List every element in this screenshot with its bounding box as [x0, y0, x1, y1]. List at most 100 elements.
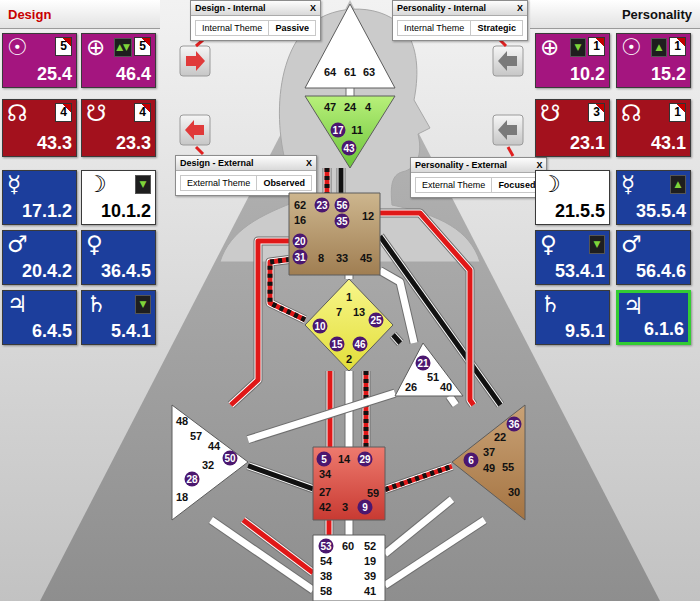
panel-header: Design — [0, 0, 160, 29]
planet-cell: ♀36.4.5 — [81, 230, 156, 285]
gate-number: 13 — [352, 305, 366, 320]
gate-number: 47 — [323, 100, 337, 115]
theme-value: Strategic — [471, 21, 522, 35]
gate-line-number: 17.1.2 — [22, 202, 72, 222]
fixing-badge: ▼ — [135, 295, 151, 314]
theme-popup: Design - InternalXInternal ThemePassive — [190, 0, 321, 41]
gate-line-number: 43.3 — [37, 134, 72, 154]
planet-glyph: ☿ — [7, 173, 21, 196]
active-gate: 21 — [416, 356, 431, 371]
panel-title: Personality — [622, 7, 692, 22]
center-shape: 1713102515462 — [305, 279, 393, 371]
active-gate: 29 — [358, 452, 373, 467]
center-outline — [305, 96, 395, 168]
gate-number: 45 — [359, 251, 373, 266]
gate-number: 19 — [363, 554, 377, 569]
gate-line-number: 43.1 — [651, 134, 686, 154]
planet-cell: ♄ ▼ 5.4.1 — [81, 290, 156, 345]
gate-line-number: 6.4.5 — [32, 322, 72, 342]
popup-title: Design - Internal — [195, 3, 266, 13]
planet-cell: ♂56.4.6 — [616, 230, 691, 285]
gate-number: 18 — [175, 490, 189, 505]
planet-cell: ☋323.1 — [535, 99, 610, 157]
channel-line — [393, 335, 400, 343]
gate-number: 11 — [350, 123, 364, 138]
active-gate: 53 — [319, 539, 334, 554]
planet-glyph: ☉ — [621, 36, 642, 59]
fixing-badge: ▼ — [570, 38, 586, 57]
gate-number: 38 — [319, 569, 333, 584]
gate-line-number: 10.1.2 — [101, 202, 151, 222]
theme-popup: Design - ExternalXExternal ThemeObserved — [175, 155, 317, 196]
active-gate: 17 — [331, 123, 346, 138]
planet-cell: ♂20.4.2 — [2, 230, 77, 285]
planet-cell: ☽ 21.5.5 — [535, 170, 610, 225]
center-shape: 622356163512203183345 — [289, 193, 380, 275]
channel-line — [380, 236, 500, 405]
planet-cell: ⊕▲▼546.4 — [81, 33, 156, 88]
gate-line-number: 15.2 — [651, 65, 686, 85]
planet-glyph: ♄ — [86, 293, 107, 316]
theme-key: External Theme — [181, 176, 257, 190]
gate-number: 48 — [175, 414, 189, 429]
fixing-badge: ▼ — [589, 235, 605, 254]
gate-number: 24 — [343, 100, 357, 115]
active-gate: 20 — [293, 234, 308, 249]
close-button: X — [517, 3, 523, 13]
planet-glyph: ☋ — [86, 102, 106, 125]
gate-number: 44 — [207, 439, 221, 454]
planet-cell: ☿17.1.2 — [2, 170, 77, 225]
channel-line — [248, 393, 395, 439]
gate-number: 64 — [323, 65, 337, 80]
channel-line — [380, 213, 474, 405]
close-button: X — [306, 158, 312, 168]
planet-glyph: ♃ — [7, 293, 28, 316]
planet-glyph: ⊕ — [86, 36, 105, 59]
center-outline — [172, 405, 248, 520]
planet-glyph: ♃ — [623, 295, 644, 318]
gate-number: 32 — [201, 458, 215, 473]
gate-number: 52 — [363, 539, 377, 554]
theme-value: Observed — [257, 176, 311, 190]
gate-number: 39 — [363, 569, 377, 584]
gate-line-number: 53.4.1 — [555, 262, 605, 282]
planet-cell: ⊕▼110.2 — [535, 33, 610, 88]
gate-number: 49 — [482, 461, 496, 476]
channel-line — [231, 241, 289, 405]
line-badge: 4 — [134, 103, 151, 122]
popup-title: Personality - Internal — [397, 3, 486, 13]
gate-number: 41 — [363, 584, 377, 599]
fixing-badge: ▼ — [135, 175, 151, 194]
active-gate: 50 — [223, 451, 238, 466]
active-gate: 15 — [330, 337, 345, 352]
center-outline — [289, 193, 380, 275]
planet-glyph: ☿ — [621, 173, 635, 196]
gate-number: 57 — [189, 429, 203, 444]
planet-glyph: ☽ — [540, 173, 561, 196]
gate-number: 37 — [482, 445, 496, 460]
gate-line-number: 5.4.1 — [111, 322, 151, 342]
gate-number: 40 — [439, 380, 453, 395]
active-gate: 31 — [293, 250, 308, 265]
gate-number: 12 — [361, 209, 375, 224]
gate-number: 34 — [318, 467, 332, 482]
gate-number: 30 — [507, 485, 521, 500]
gate-number: 60 — [341, 539, 355, 554]
planet-glyph: ☊ — [621, 102, 641, 125]
line-badge: 1 — [669, 37, 686, 56]
channel-line — [329, 520, 330, 535]
active-gate: 5 — [317, 452, 332, 467]
gate-number: 59 — [366, 486, 380, 501]
line-badge: 1 — [669, 103, 686, 122]
line-badge: 5 — [55, 37, 72, 56]
channel-line — [349, 520, 350, 535]
line-badge: 5 — [134, 37, 151, 56]
gate-line-number: 21.5.5 — [555, 202, 605, 222]
planet-cell: ♄9.5.1 — [535, 290, 610, 345]
active-gate: 23 — [315, 198, 330, 213]
channel-line — [327, 168, 328, 193]
center-shape: 21512640 — [395, 343, 463, 396]
planet-glyph: ♀ — [540, 233, 557, 256]
planet-cell: ☉525.4 — [2, 33, 77, 88]
active-gate: 9 — [358, 500, 373, 515]
